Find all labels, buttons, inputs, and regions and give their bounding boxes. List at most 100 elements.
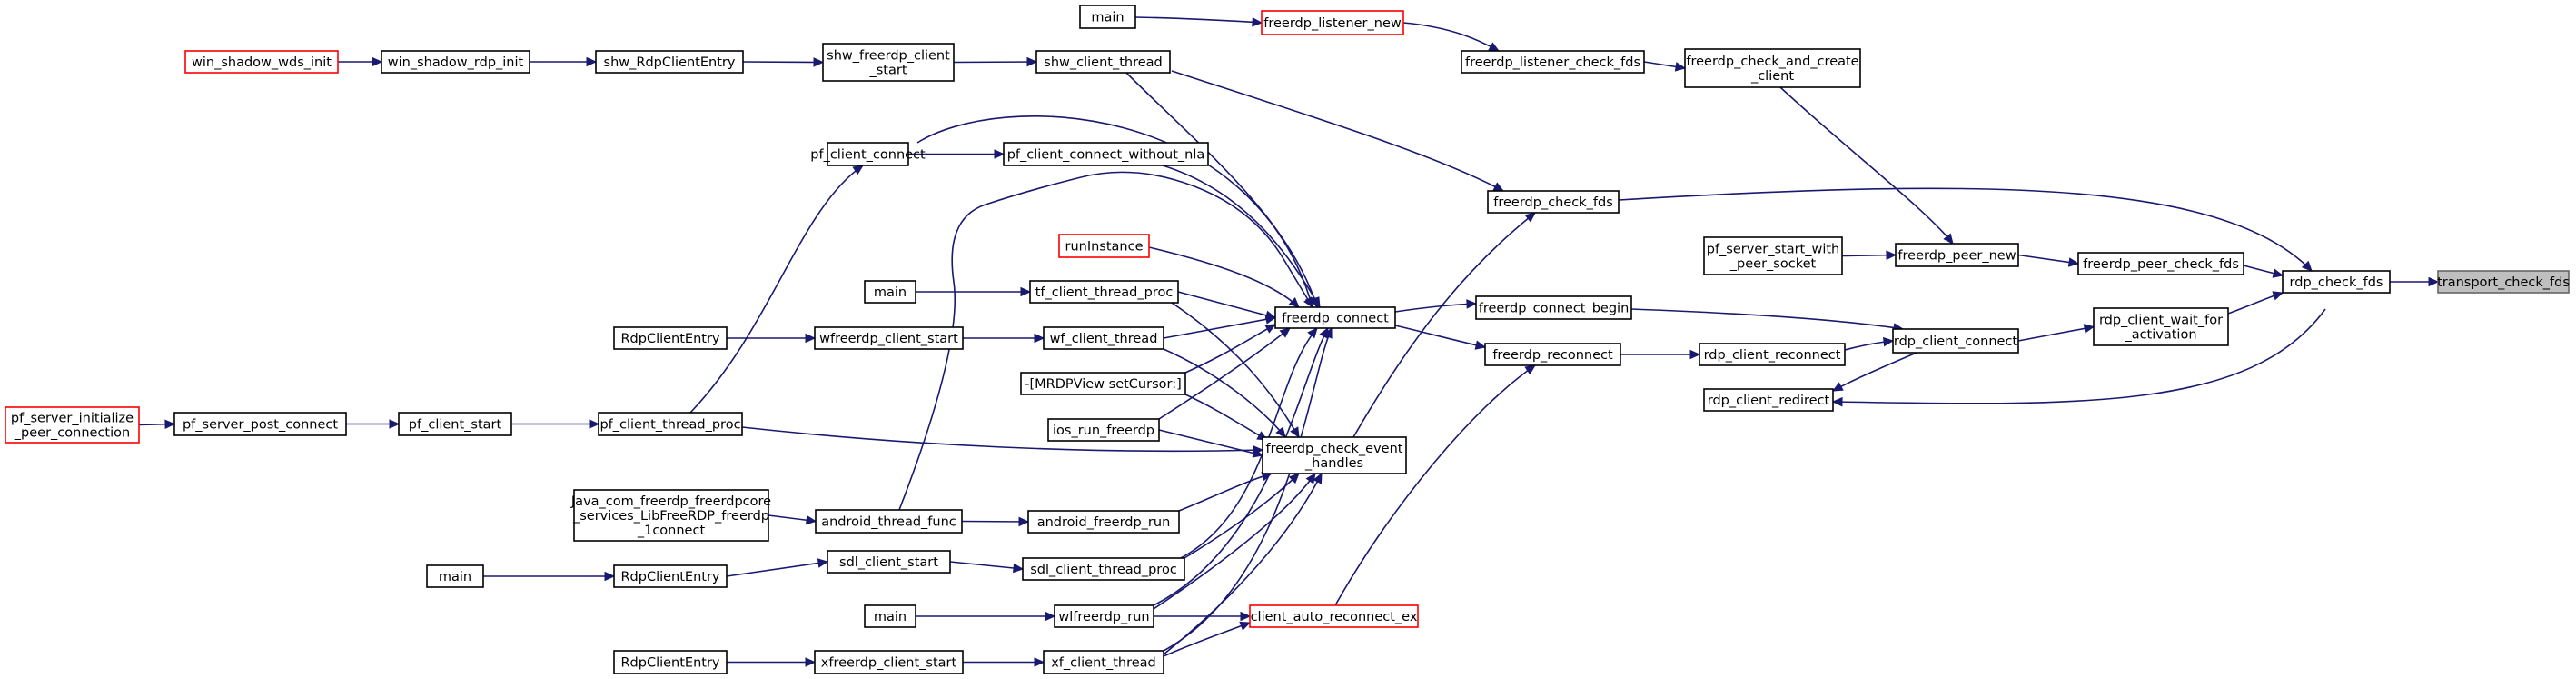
node-freerdp-peer-new[interactable]: freerdp_peer_new xyxy=(1895,243,2019,267)
edge-wlfreerdp-run-to-freerdp-check-event-handles xyxy=(1153,473,1316,610)
edge-freerdp-peer-check-fds-to-rdp-check-fds xyxy=(2243,265,2284,278)
node-xfreerdp-client-start[interactable]: xfreerdp_client_start xyxy=(814,650,964,674)
node-android-freerdp-run[interactable]: android_freerdp_run xyxy=(1027,510,1180,534)
edge-wfreerdp-client-start-to-wf-client-thread xyxy=(963,333,1045,344)
node-label: RdpClientEntry xyxy=(620,332,719,346)
edge-freerdp-connect-to-freerdp-connect-begin xyxy=(1394,299,1478,313)
node-wfreerdp-client-start[interactable]: wfreerdp_client_start xyxy=(814,326,964,350)
edge-shw-rdpcliententry-to-shw-freerdp-client-start xyxy=(742,57,825,67)
node-shw-rdpcliententry[interactable]: shw_RdpClientEntry xyxy=(595,50,744,74)
node-label: freerdp_reconnect xyxy=(1492,348,1613,363)
edge-freerdp-check-event-handles-to-freerdp-check-fds xyxy=(1352,212,1536,438)
node-shw-client-thread[interactable]: shw_client_thread xyxy=(1035,50,1171,74)
node-sdl-client-thread-proc[interactable]: sdl_client_thread_proc xyxy=(1022,557,1185,581)
node-label: wf_client_thread xyxy=(1050,332,1158,346)
node-pf-client-connect-without-nla[interactable]: pf_client_connect_without_nla xyxy=(1003,142,1209,166)
edge-java-com-freerdp-to-android-thread-func xyxy=(768,514,817,525)
edge-tf-client-thread-proc-to-freerdp-connect xyxy=(1177,291,1277,320)
edge-rdp-client-connect-to-rdp-client-redirect xyxy=(1831,352,1917,392)
node-ios-run-freerdp[interactable]: ios_run_freerdp xyxy=(1047,418,1160,442)
node-rdpcliententry-wf[interactable]: RdpClientEntry xyxy=(613,326,728,350)
node-label: main xyxy=(1091,11,1124,25)
node-main-top[interactable]: main xyxy=(1079,5,1136,29)
edge-pf-client-thread-proc-to-freerdp-check-event-handles xyxy=(741,426,1264,455)
node-rdp-client-reconnect[interactable]: rdp_client_reconnect xyxy=(1699,343,1846,366)
node-freerdp-listener-check-fds[interactable]: freerdp_listener_check_fds xyxy=(1461,50,1645,74)
edge-pf-server-initialize-peer-connection-to-pf-server-post-connect xyxy=(138,419,176,430)
node-transport-check-fds[interactable]: transport_check_fds xyxy=(2437,270,2570,294)
node-wf-client-thread[interactable]: wf_client_thread xyxy=(1043,326,1164,350)
node-freerdp-check-event-handles[interactable]: freerdp_check_event_handles xyxy=(1262,436,1407,474)
node-label: _handles xyxy=(1304,456,1363,471)
node-label: main xyxy=(874,285,907,300)
edge-pf-server-start-with-peer-socket-to-freerdp-peer-new xyxy=(1841,250,1897,260)
node-java-com-freerdp[interactable]: Java_com_freerdp_freerdpcore_services_Li… xyxy=(570,489,771,542)
node-label: ios_run_freerdp xyxy=(1053,424,1154,438)
node-runinstance[interactable]: runInstance xyxy=(1058,234,1150,258)
node-tf-client-thread-proc[interactable]: tf_client_thread_proc xyxy=(1029,280,1179,304)
node-rdp-client-redirect[interactable]: rdp_client_redirect xyxy=(1703,388,1834,412)
edge-wf-client-thread-to-freerdp-check-event-handles xyxy=(1163,348,1286,438)
node-label: client_auto_reconnect_ex xyxy=(1251,610,1418,624)
node-freerdp-connect[interactable]: freerdp_connect xyxy=(1274,306,1396,329)
node-label: pf_server_post_connect xyxy=(183,418,338,433)
node-android-thread-func[interactable]: android_thread_func xyxy=(815,509,963,534)
node-freerdp-reconnect[interactable]: freerdp_reconnect xyxy=(1484,343,1621,366)
node-win-shadow-wds-init[interactable]: win_shadow_wds_init xyxy=(184,50,339,74)
node-label: freerdp_connect xyxy=(1282,312,1389,326)
edge-freerdp-reconnect-to-rdp-client-reconnect xyxy=(1620,349,1701,360)
node-win-shadow-rdp-init[interactable]: win_shadow_rdp_init xyxy=(381,50,530,74)
node-pf-server-post-connect[interactable]: pf_server_post_connect xyxy=(173,412,347,436)
node-freerdp-listener-new[interactable]: freerdp_listener_new xyxy=(1261,10,1404,35)
edge-xf-client-thread-to-freerdp-connect xyxy=(1163,326,1333,652)
edge-android-freerdp-run-to-freerdp-check-event-handles xyxy=(1178,471,1273,512)
node-rdpcliententry-xf[interactable]: RdpClientEntry xyxy=(613,650,728,674)
node-label: freerdp_listener_check_fds xyxy=(1465,55,1640,70)
node-freerdp-check-and-create-client[interactable]: freerdp_check_and_create_client xyxy=(1684,48,1861,88)
node-client-auto-reconnect-ex[interactable]: client_auto_reconnect_ex xyxy=(1249,604,1419,628)
node-label: _peer_socket xyxy=(1729,257,1817,272)
edge-wf-client-thread-to-freerdp-connect xyxy=(1163,315,1277,339)
node-pf-client-start[interactable]: pf_client_start xyxy=(398,412,512,436)
node-label: sdl_client_start xyxy=(839,555,938,570)
node-label: _activation xyxy=(2124,328,2196,343)
node-main-tf[interactable]: main xyxy=(864,280,916,304)
edge-shw-freerdp-client-start-to-shw-client-thread xyxy=(953,56,1038,67)
edge-freerdp-listener-new-to-freerdp-listener-check-fds xyxy=(1402,22,1501,52)
node-pf-server-start-with-peer-socket[interactable]: pf_server_start_with_peer_socket xyxy=(1703,236,1843,275)
node-pf-server-initialize-peer-connection[interactable]: pf_server_initialize_peer_connection xyxy=(5,406,140,444)
nodes-layer: transport_check_fds rdp_check_fds rdp_clie… xyxy=(5,5,2570,674)
node-main-sdl[interactable]: main xyxy=(426,564,484,588)
edge-main-wl-to-wlfreerdp-run xyxy=(916,611,1056,622)
edge-rdp-check-fds-to-rdp-client-redirect xyxy=(1831,308,2326,407)
node-main-wl[interactable]: main xyxy=(864,604,916,628)
edge-wlfreerdp-run-to-client-auto-reconnect-ex xyxy=(1154,611,1252,622)
node-wlfreerdp-run[interactable]: wlfreerdp_run xyxy=(1054,604,1154,628)
node-label: pf_client_connect_without_nla xyxy=(1007,148,1205,163)
node-shw-freerdp-client-start[interactable]: shw_freerdp_client_start xyxy=(822,43,955,82)
node-rdp-client-wait-for-activation[interactable]: rdp_client_wait_for_activation xyxy=(2093,307,2229,346)
node-xf-client-thread[interactable]: xf_client_thread xyxy=(1043,650,1164,674)
node-freerdp-peer-check-fds[interactable]: freerdp_peer_check_fds xyxy=(2077,252,2244,275)
node-label: _peer_connection xyxy=(14,426,130,441)
edge-main-sdl-to-rdpcliententry-sdl xyxy=(483,571,616,582)
node-rdp-check-fds[interactable]: rdp_check_fds xyxy=(2282,270,2391,294)
node-freerdp-check-fds[interactable]: freerdp_check_fds xyxy=(1487,190,1620,214)
node-pf-client-connect[interactable]: pf_client_connect xyxy=(810,142,926,166)
node-rdp-client-connect[interactable]: rdp_client_connect xyxy=(1892,328,2019,354)
node-label: _services_LibFreeRDP_freerdp xyxy=(572,509,769,524)
node-label: freerdp_peer_new xyxy=(1897,249,2016,264)
node-label: pf_server_initialize xyxy=(11,412,134,426)
node-mrdpview-setcursor[interactable]: -[MRDPView setCursor:] xyxy=(1020,372,1186,395)
node-label: rdp_client_wait_for xyxy=(2099,314,2223,328)
node-sdl-client-start[interactable]: sdl_client_start xyxy=(827,550,951,574)
edge-android-thread-func-to-android-freerdp-run xyxy=(961,516,1030,527)
edge-freerdp-listener-check-fds-to-freerdp-check-and-create-client xyxy=(1643,61,1687,72)
node-label: pf_client_start xyxy=(409,418,502,433)
node-label: android_thread_func xyxy=(821,515,956,530)
node-rdpcliententry-sdl[interactable]: RdpClientEntry xyxy=(613,564,728,588)
node-pf-client-thread-proc[interactable]: pf_client_thread_proc xyxy=(598,412,743,436)
node-freerdp-connect-begin[interactable]: freerdp_connect_begin xyxy=(1475,295,1632,320)
node-label: _client xyxy=(1750,69,1794,84)
edge-sdl-client-start-to-sdl-client-thread-proc xyxy=(949,561,1025,574)
